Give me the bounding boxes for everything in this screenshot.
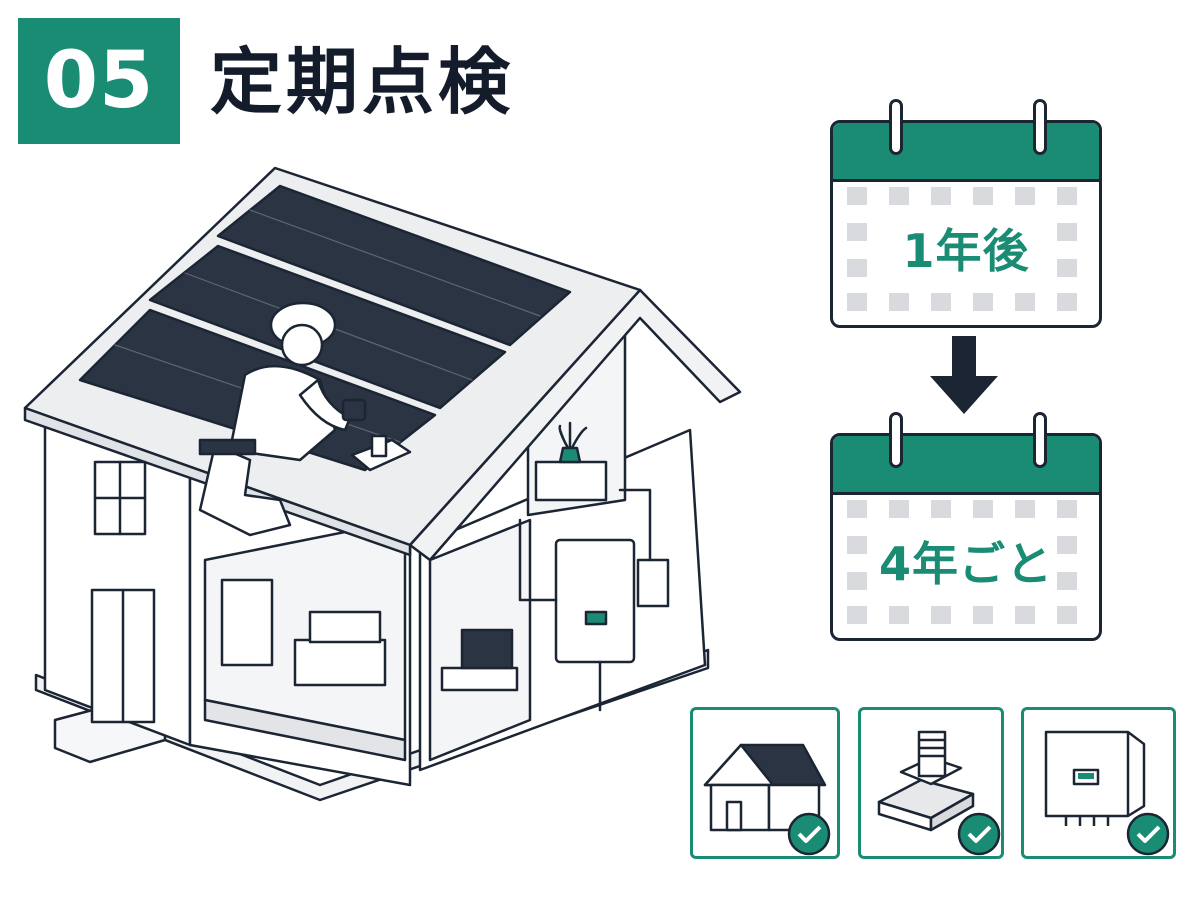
house-solar-illustration [23,166,742,802]
calendar-recurring-inspection: 4年ごと [830,412,1102,641]
inspection-item-mount [858,707,1004,859]
inspection-tester [341,398,367,422]
panel-mount-bracket-icon [877,730,1001,856]
calendar-ring-icon [1033,412,1047,468]
power-conditioner-icon [1044,730,1170,856]
tv-screen [460,628,514,670]
solar-panel-top [216,184,572,347]
sofa-back [308,610,382,644]
power-conditioner-display [584,610,608,626]
sofa [293,638,387,687]
cable-conduit [518,488,652,712]
calendar-day-grid [847,187,1077,311]
calendar-ring-icon [889,99,903,155]
shelf [534,460,608,502]
worker-legs [198,443,292,537]
electric-meter-box [636,558,670,608]
first-inspection-label: 1年後 [902,224,1030,278]
inspection-item-roof [690,707,840,859]
arrow-down-icon [930,336,998,414]
house-roof-icon [703,743,831,856]
calendar-header [833,123,1099,182]
inspection-worker [198,301,367,537]
living-room-floor [203,698,407,762]
step-number: 05 [43,36,155,126]
step-number-badge: 05 [18,18,180,144]
power-conditioner [554,538,636,664]
worker-head [280,323,324,367]
bracket-bolt [370,434,388,458]
potted-plant [558,421,588,464]
calendar-ring-icon [889,412,903,468]
inspection-item-inverter [1021,707,1176,859]
recurring-inspection-label: 4年ごと [878,537,1053,591]
tv-stand [440,666,519,692]
worker-belt [198,438,257,456]
calendar-first-inspection: 1年後 [830,99,1102,328]
page-title: 定期点検 [210,40,515,124]
calendar-day-grid [847,500,1077,624]
wall-picture-frame [220,578,274,667]
calendar-header [833,436,1099,495]
calendar-ring-icon [1033,99,1047,155]
